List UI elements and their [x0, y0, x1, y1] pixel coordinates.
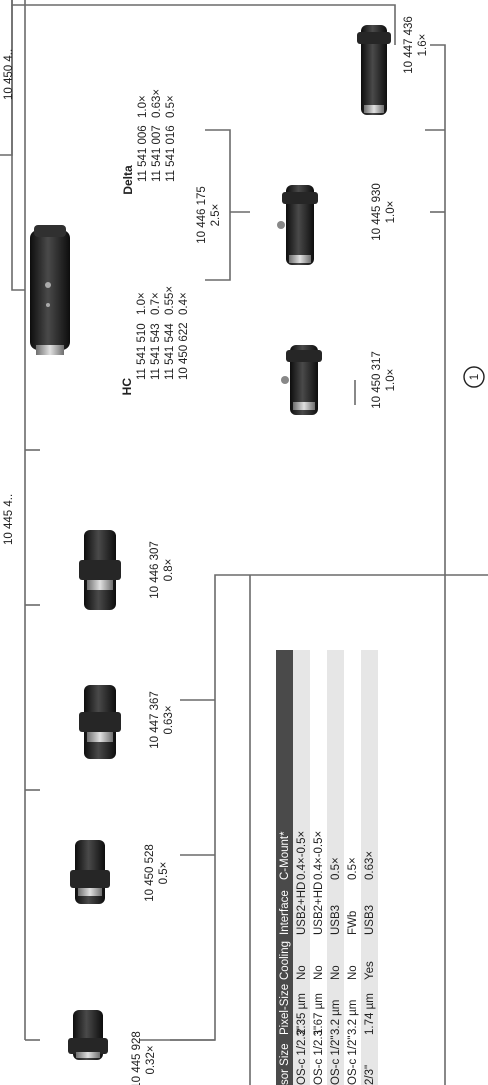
table-cell: 2.35 µm — [296, 993, 308, 1035]
top-adapter-code: 10 447 436 — [403, 16, 415, 74]
camera-spec-table: sor Size Pixel-Size Cooling Interface C-Moun… — [276, 650, 378, 1085]
table-row-bg — [293, 650, 310, 1085]
delta-adapter-mag: 1.0× — [385, 201, 397, 224]
adapter-0-8x: 10 446 307 0.8× — [79, 530, 175, 610]
table-cell: 0.5× — [347, 857, 359, 880]
callout-number: 1 — [469, 374, 481, 380]
adapter-0-63x-mag: 0.63× — [163, 705, 175, 734]
hc-item-mag: 1.0× — [136, 292, 148, 315]
table-cell: Yes — [364, 961, 376, 980]
table-header-cell: Cooling — [279, 941, 291, 980]
delta-group: Delta 11 541 006 1.0×11 541 007 0.63×11 54… — [121, 89, 177, 195]
table-cell: No — [313, 965, 325, 980]
table-cell: No — [347, 965, 359, 980]
hc-item-mag: 0.7× — [150, 292, 162, 315]
adapter-0-5x-code: 10 450 528 — [144, 844, 156, 902]
hc-adapter-1x: 10 450 317 1.0× — [281, 345, 397, 415]
table-cell: USB2+HD — [296, 882, 308, 935]
table-cell: No — [330, 965, 342, 980]
adapter-0-32x-mag: 0.32× — [145, 1045, 157, 1074]
table-cell: 0.63× — [364, 851, 376, 880]
hc-title: HC — [120, 378, 134, 396]
hc-item-mag: 0.4× — [178, 292, 190, 315]
adapter-0-63x: 10 447 367 0.63× — [79, 685, 175, 759]
delta-item-code: 11 541 007 — [151, 125, 163, 182]
table-cell: OS-c 1/2" — [347, 1036, 359, 1085]
delta-adapter-1x: 10 445 930 1.0× — [277, 183, 397, 265]
adapter-0-5x: 10 450 528 0.5× — [70, 840, 170, 904]
zoom-body-code: 10 446 175 — [196, 186, 208, 244]
table-cell: OS-c 1/2.3" — [296, 1026, 308, 1085]
table-cell: USB3 — [330, 905, 342, 935]
delta-title: Delta — [121, 165, 135, 195]
adapter-0-8x-code: 10 446 307 — [149, 541, 161, 599]
hc-item-mag: 0.55× — [164, 286, 176, 315]
table-header-bg — [276, 650, 293, 1085]
table-cell: 3.2 µm — [347, 1000, 359, 1035]
table-header-cell: Interface — [279, 890, 291, 935]
table-cell: No — [296, 965, 308, 980]
table-cell: USB3 — [364, 905, 376, 935]
table-row-bg — [327, 650, 344, 1085]
zoom-body-2-5x: 10 446 175 2.5× — [30, 186, 222, 355]
top-adapter-mag: 1.6× — [417, 34, 429, 57]
delta-item-mag: 1.0× — [137, 95, 149, 118]
table-cell: 0.4×-0.5× — [296, 831, 308, 880]
delta-adapter-code: 10 445 930 — [371, 183, 383, 241]
adapter-0-8x-mag: 0.8× — [163, 559, 175, 582]
table-row-bg — [361, 650, 378, 1085]
delta-item-code: 11 541 016 — [165, 125, 177, 182]
hc-adapter-mag: 1.0× — [385, 369, 397, 392]
table-cell: 2/3" — [364, 1065, 376, 1085]
adapter-0-5x-mag: 0.5× — [158, 862, 170, 885]
hc-item-code: 11 541 544 — [164, 323, 176, 380]
table-cell: FWb — [347, 911, 359, 935]
adapter-0-32x: 10 445 928 0.32× — [68, 1010, 157, 1085]
table-cell: 1.67 µm — [313, 993, 325, 1035]
hc-item-code: 11 541 543 — [150, 323, 162, 380]
table-cell: 0.5× — [330, 857, 342, 880]
table-header-cell: Pixel-Size — [279, 984, 291, 1035]
hc-item-code: 11 541 510 — [136, 323, 148, 380]
table-cell: OS-c 1/2.3" — [313, 1026, 325, 1085]
table-cell: 0.4×-0.5× — [313, 831, 325, 880]
delta-item-code: 11 541 006 — [137, 125, 149, 182]
table-header-cell: sor Size — [279, 1043, 291, 1085]
partial-code-right: 10 445 4.. — [3, 494, 15, 545]
top-adapter-1-6x: 10 447 436 1.6× — [357, 16, 429, 115]
partial-code-left: 10 450 4.. — [3, 49, 15, 100]
delta-item-mag: 0.5× — [165, 95, 177, 118]
hc-adapter-code: 10 450 317 — [371, 351, 383, 409]
hc-item-code: 10 450 622 — [178, 322, 190, 380]
adapter-0-63x-code: 10 447 367 — [149, 691, 161, 749]
table-cell: 3.2 µm — [330, 1000, 342, 1035]
table-header-cell: C-Mount* — [279, 831, 291, 880]
zoom-body-mag: 2.5× — [210, 204, 222, 227]
table-cell: USB2+HD — [313, 882, 325, 935]
delta-item-mag: 0.63× — [151, 89, 163, 118]
table-cell: 1.74 µm — [364, 993, 376, 1035]
table-cell: OS-c 1/2" — [330, 1036, 342, 1085]
adapter-0-32x-code: 10 445 928 — [131, 1031, 143, 1085]
callout-marker: 1 — [463, 366, 485, 388]
hc-group: HC 11 541 510 1.0×11 541 543 0.7×11 541 54… — [120, 286, 190, 395]
